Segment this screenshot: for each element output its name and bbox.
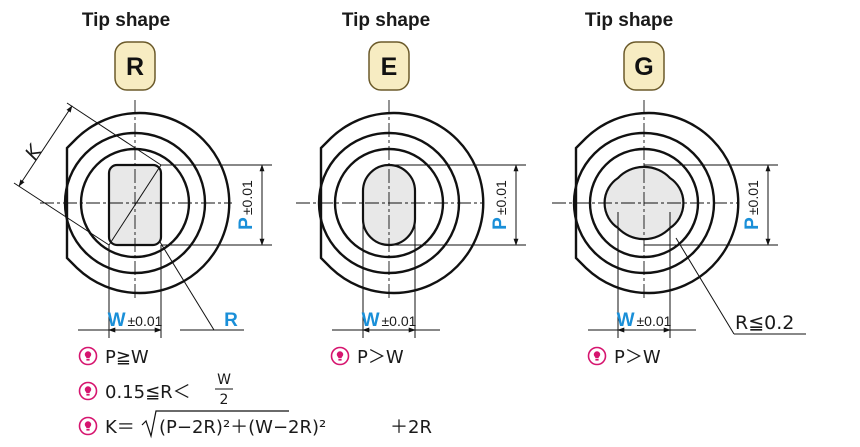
part-outline [574, 111, 740, 295]
svg-text:2: 2 [220, 392, 229, 408]
tip-panel-e: Tip shape E P±0.01 W±0.01 P＞W [296, 10, 526, 368]
part-outline [319, 111, 485, 295]
tip-title: Tip shape [82, 10, 170, 31]
svg-text:0.15≦R＜: 0.15≦R＜ [105, 382, 191, 403]
note-icon [587, 346, 607, 366]
note-p-gt-w: P＞W [330, 346, 404, 368]
p-dimension-label: P±0.01 [742, 180, 763, 230]
tip-code-e: E [381, 53, 398, 81]
w-dimension-label: W±0.01 [108, 310, 163, 331]
tip-panel-r: Tip shape R K P±0.01 W±0.01 R [13, 10, 432, 439]
svg-text:＋2R: ＋2R [390, 417, 432, 438]
tip-title: Tip shape [342, 10, 430, 31]
r-leader [159, 241, 215, 331]
r-label: R [224, 310, 238, 331]
w-dimension-label: W±0.01 [362, 310, 417, 331]
r-max-label: R≦0.2 [735, 312, 794, 334]
svg-text:P±0.01: P±0.01 [236, 180, 257, 230]
p-dimension-label: P±0.01 [236, 180, 257, 230]
svg-text:K＝: K＝ [105, 417, 135, 438]
k-extension-top [66, 102, 162, 166]
radical-sign [141, 410, 289, 439]
note-icon [78, 381, 98, 401]
tip-code-g: G [634, 53, 653, 81]
svg-text:P±0.01: P±0.01 [742, 180, 763, 230]
svg-text:P≧W: P≧W [105, 347, 149, 368]
svg-text:W: W [217, 372, 231, 388]
tip-title: Tip shape [585, 10, 673, 31]
tip-code-badge [114, 41, 156, 91]
tip-code-badge [623, 41, 665, 91]
note-icon [78, 346, 98, 366]
tip-code-r: R [126, 53, 144, 81]
svg-text:P±0.01: P±0.01 [490, 180, 511, 230]
note-p-gt-w: P＞W [587, 346, 661, 368]
k-dimension-line [18, 105, 73, 187]
svg-text:P＞W: P＞W [357, 347, 404, 368]
note-k-formula: K＝ (P−2R)²＋(W−2R)² ＋2R [78, 410, 432, 439]
note-p-ge-w: P≧W [78, 346, 149, 368]
r-leader [675, 237, 735, 335]
svg-text:P＞W: P＞W [614, 347, 661, 368]
w-dimension-label: W±0.01 [617, 310, 672, 331]
k-diagonal [108, 164, 162, 246]
svg-text:(P−2R)²＋(W−2R)²: (P−2R)²＋(W−2R)² [159, 417, 326, 438]
note-icon [330, 346, 350, 366]
tip-code-badge [368, 41, 410, 91]
k-extension-bottom [13, 182, 110, 246]
tip-panel-g: Tip shape G P±0.01 W±0.01 R≦0.2 P＞W [552, 10, 806, 368]
p-dimension-label: P±0.01 [490, 180, 511, 230]
k-label: K [21, 140, 47, 164]
note-r-range: 0.15≦R＜ W 2 [78, 372, 233, 408]
note-icon [78, 416, 98, 436]
part-outline [65, 111, 231, 295]
